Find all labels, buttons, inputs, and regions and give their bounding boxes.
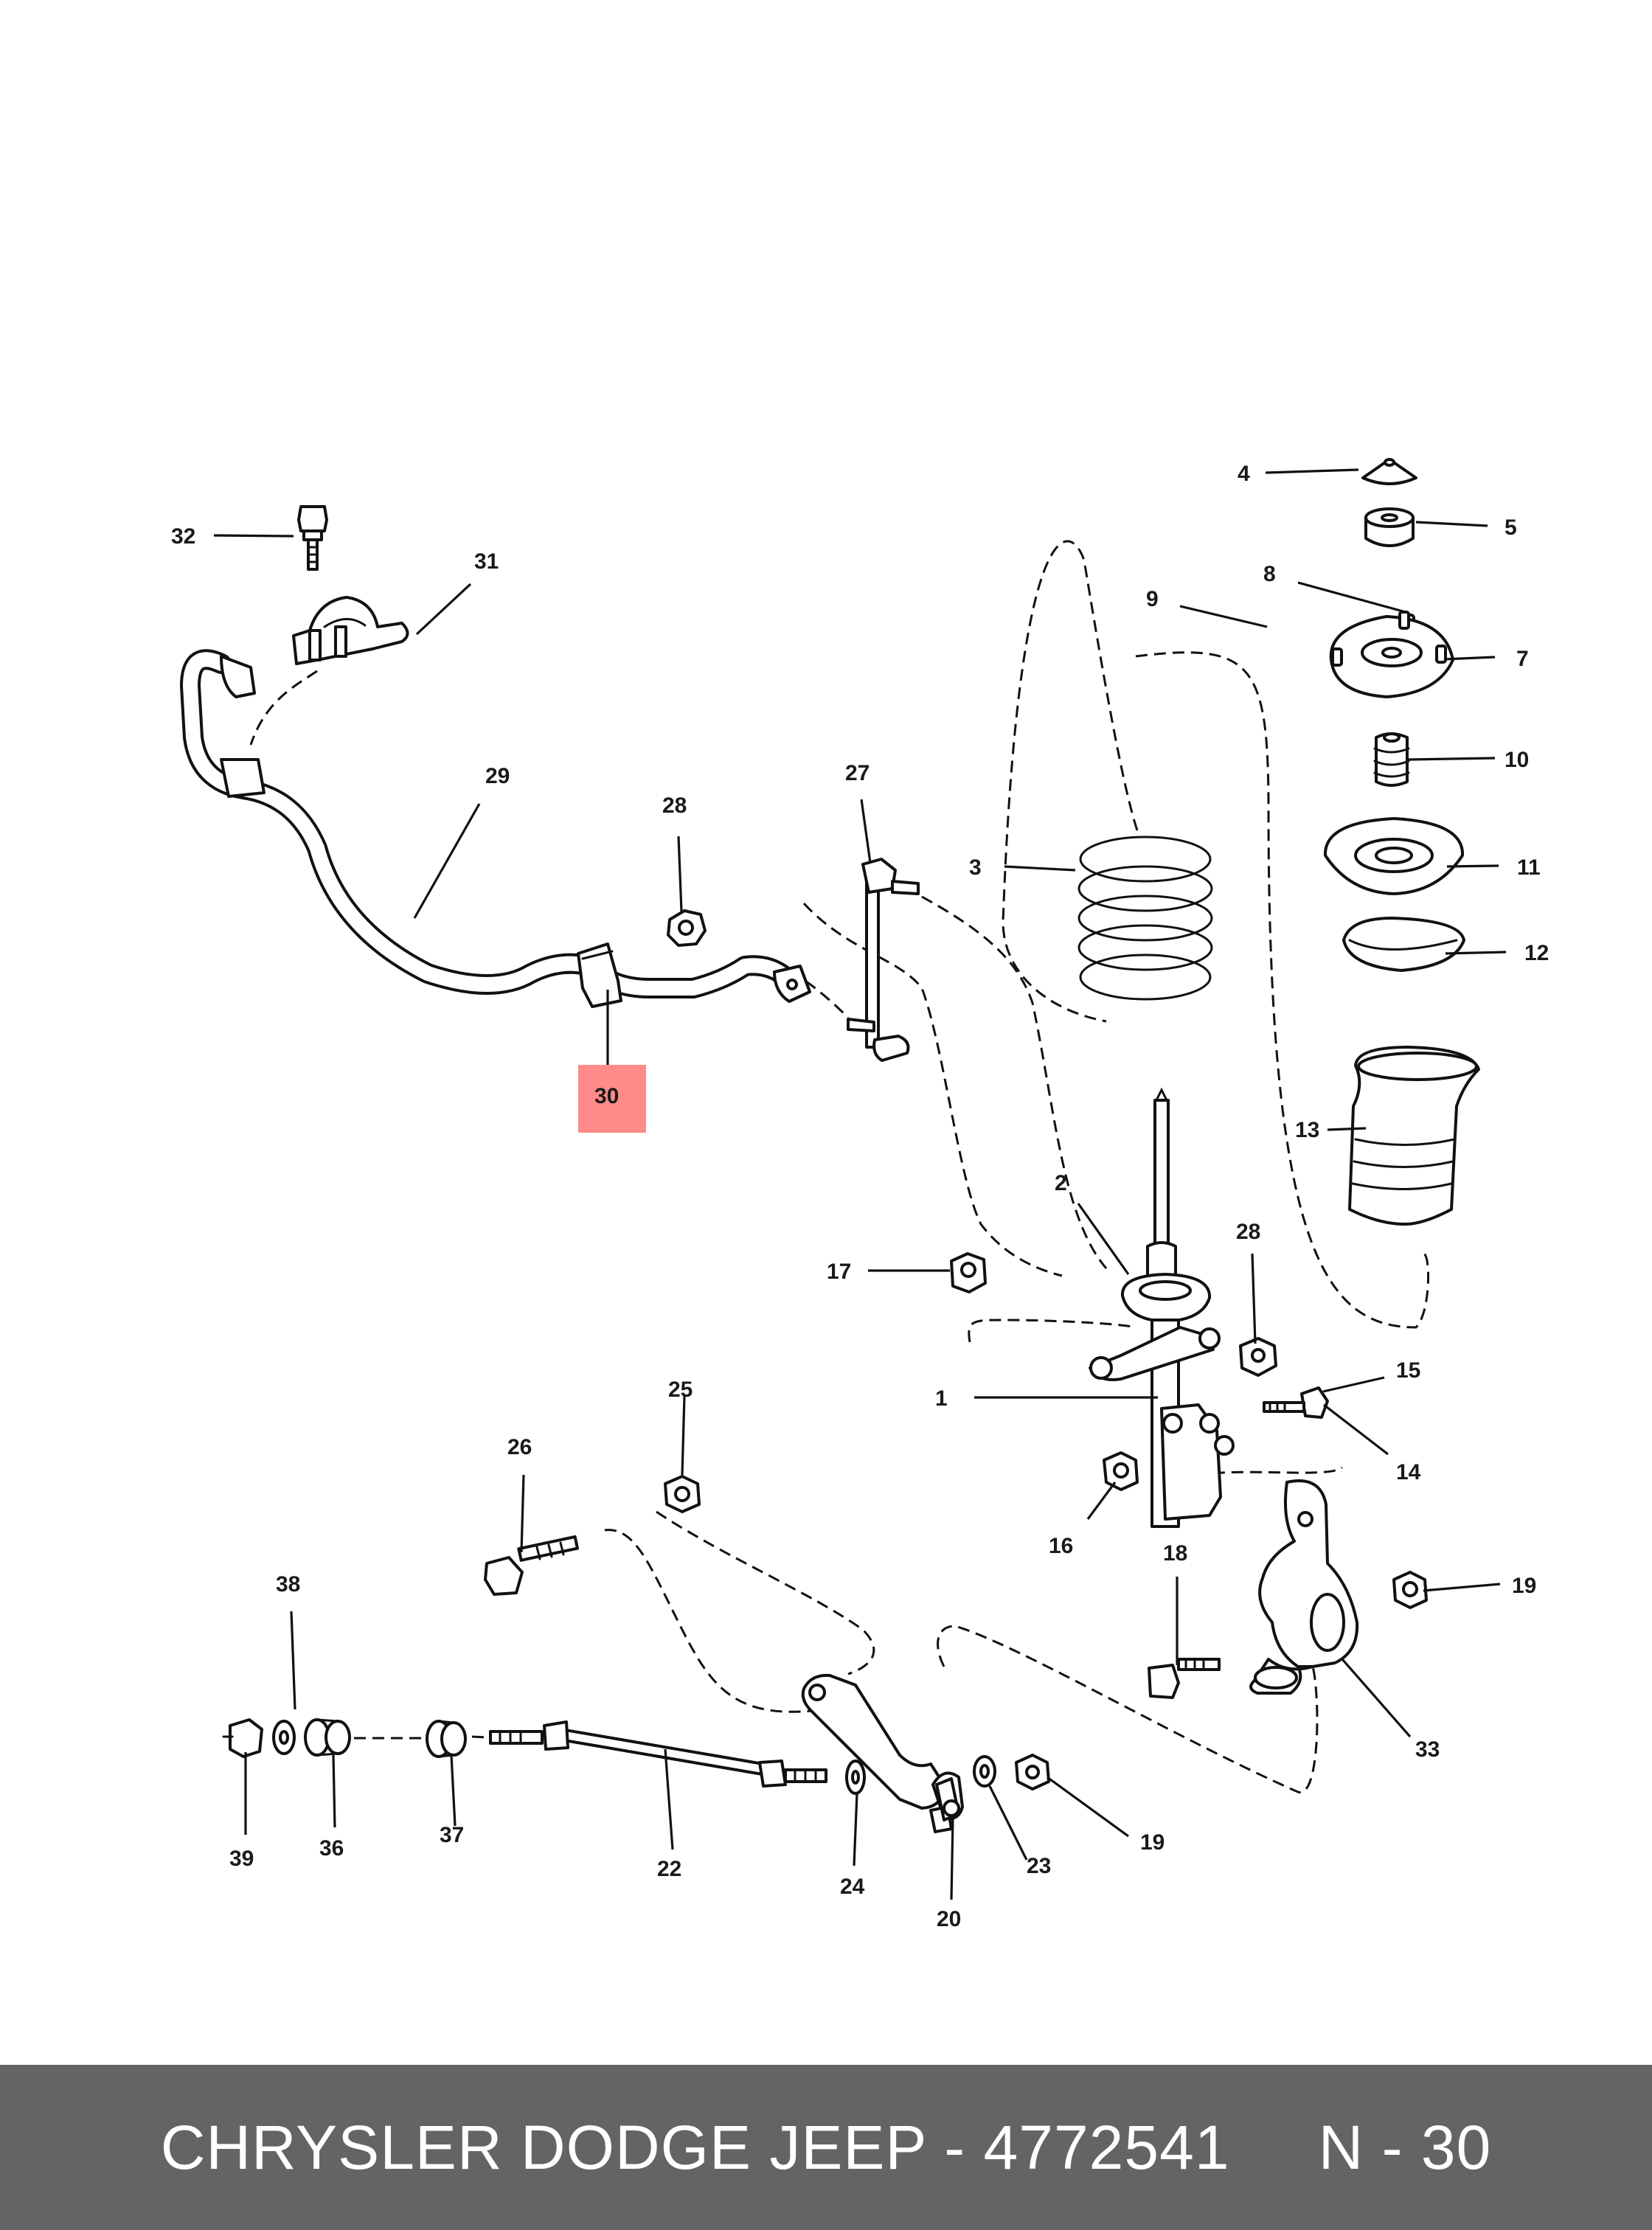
leader-lines: [213, 468, 1507, 1900]
callout-13: 13: [1295, 1118, 1319, 1142]
callout-22: 22: [657, 1857, 681, 1881]
callout-3: 3: [969, 855, 982, 880]
callout-10: 10: [1504, 748, 1529, 772]
callout-30: 30: [594, 1084, 619, 1108]
strut-mount-cap: [1361, 458, 1417, 485]
callout-12: 12: [1524, 941, 1549, 965]
callout-2: 2: [1055, 1171, 1067, 1195]
assembly-guide-lines: [249, 540, 1429, 1793]
callout-17: 17: [827, 1260, 851, 1284]
tension-strut-nut: [222, 1718, 263, 1758]
tension-strut-bushing-outer: [304, 1718, 351, 1757]
callout-28: 28: [662, 793, 687, 818]
callout-labels: 4 5 8 9 7 10 3 11 12 13 2 17 28 1 15 14 …: [171, 462, 1549, 1931]
callout-36: 36: [319, 1836, 344, 1861]
tension-strut-bushing-inner: [426, 1720, 467, 1758]
strut-upper-nut: [950, 1252, 987, 1293]
strut-to-knuckle-bolt: [1263, 1386, 1329, 1419]
callout-33: 33: [1415, 1737, 1440, 1762]
callout-20: 20: [937, 1907, 961, 1931]
callout-14: 14: [1396, 1460, 1421, 1484]
callout-26: 26: [507, 1435, 532, 1459]
callout-19: 19: [1140, 1830, 1165, 1855]
part-number-text: CHRYSLER DODGE JEEP - 4772541: [160, 2112, 1230, 2182]
ball-joint: [935, 1777, 960, 1821]
strut-assembly: [1089, 1087, 1235, 1528]
callout-39: 39: [229, 1847, 254, 1871]
tension-strut-washer-outer: [272, 1720, 296, 1755]
callout-27: 27: [845, 761, 870, 785]
callout-4: 4: [1238, 462, 1250, 486]
steering-knuckle: [1249, 1479, 1359, 1695]
clamp-bolt: [297, 505, 328, 571]
callout-15: 15: [1396, 1358, 1420, 1383]
tension-strut: [489, 1720, 827, 1788]
callout-16: 16: [1049, 1534, 1073, 1558]
part-30-highlight: [578, 1065, 646, 1133]
callout-38: 38: [276, 1572, 300, 1597]
ball-joint-nut: [1015, 1754, 1050, 1790]
ball-joint-washer: [973, 1755, 996, 1788]
callout-11: 11: [1517, 855, 1541, 880]
callout-19: 19: [1512, 1574, 1536, 1598]
callout-28: 28: [1236, 1220, 1260, 1244]
callout-8: 8: [1263, 562, 1276, 586]
stabilizer-bar: [180, 649, 811, 1003]
part-info-bar: CHRYSLER DODGE JEEP - 4772541 N - 30: [0, 2065, 1652, 2230]
callout-31: 31: [474, 549, 499, 574]
stabilizer-link-nut: [667, 909, 707, 947]
lower-control-arm: [801, 1673, 964, 1833]
upper-strut-mount: [1329, 611, 1454, 698]
callout-23: 23: [1027, 1854, 1051, 1878]
suspension-parts-diagram: 4 5 8 9 7 10 3 11 12 13 2 17 28 1 15 14 …: [171, 458, 1549, 1931]
jounce-bumper: [1373, 732, 1410, 787]
callout-24: 24: [840, 1875, 865, 1899]
callout-9: 9: [1146, 587, 1159, 611]
callout-7: 7: [1516, 647, 1529, 671]
lower-arm-nut: [664, 1475, 701, 1513]
callout-18: 18: [1163, 1541, 1187, 1566]
callout-5: 5: [1504, 515, 1517, 540]
tension-strut-rear-washer: [845, 1760, 866, 1795]
callout-1: 1: [935, 1386, 948, 1411]
diagram-reference-text: N - 30: [1318, 2112, 1492, 2182]
upper-bushing: [1364, 507, 1415, 547]
lower-arm-bolt: [484, 1535, 579, 1596]
link-lower-nut: [1239, 1337, 1277, 1377]
stabilizer-bushing-highlighted-part: [577, 942, 622, 1008]
stabilizer-bar-clamp: [292, 596, 409, 665]
knuckle-nut: [1392, 1571, 1428, 1609]
stabilizer-link: [847, 858, 920, 1062]
spring-isolator: [1342, 917, 1465, 972]
callout-25: 25: [668, 1378, 693, 1402]
knuckle-bolt: [1148, 1658, 1221, 1699]
callout-37: 37: [440, 1823, 464, 1847]
coil-spring: [1077, 836, 1213, 1001]
callout-29: 29: [485, 764, 510, 788]
spring-seat: [1323, 817, 1465, 895]
dust-boot: [1348, 1046, 1480, 1226]
callout-32: 32: [171, 524, 195, 549]
strut-to-knuckle-nut: [1103, 1451, 1139, 1491]
